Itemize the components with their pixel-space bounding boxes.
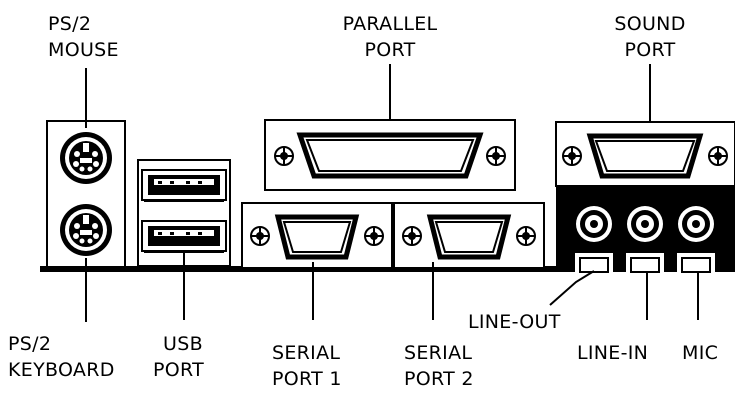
ps2-keyboard-label-line1: PS/2 (8, 333, 52, 355)
serial-port-1-label-line1: SERIAL (272, 342, 341, 364)
usb-port-label-line2: PORT (153, 359, 205, 381)
sound-port-label-line1: SOUND (614, 13, 686, 35)
ps2-keyboard-connector-icon (60, 204, 112, 256)
line-in-label: LINE-IN (577, 342, 649, 364)
ps2-ports-block (46, 120, 126, 268)
serial-port-1-connector (241, 202, 393, 269)
usb-port-bottom-icon (141, 220, 227, 254)
ps2-mouse-label: PS/2 MOUSE (48, 11, 119, 63)
serial-port-2-label-line2: PORT 2 (404, 368, 474, 390)
ps2-mouse-label-line2: MOUSE (48, 39, 119, 61)
mic-label: MIC (682, 342, 719, 364)
usb-ports-block (137, 159, 231, 267)
usb-port-label: USB PORT (153, 331, 204, 383)
sound-port-block (555, 121, 735, 275)
serial-port-1-label-line2: PORT 1 (272, 368, 342, 390)
parallel-port-label: PARALLEL PORT (330, 11, 450, 63)
ps2-mouse-connector-icon (60, 132, 112, 184)
serial-port-2-label: SERIAL PORT 2 (404, 340, 474, 392)
parallel-port-label-line1: PARALLEL (342, 13, 438, 35)
leader-lines (85, 64, 699, 322)
serial-port-2-connector (393, 202, 545, 269)
ps2-keyboard-label-line2: KEYBOARD (8, 359, 115, 381)
sound-port-label: SOUND PORT (605, 11, 695, 63)
parallel-port-connector (264, 119, 516, 191)
sound-port-label-line2: PORT (624, 39, 676, 61)
parallel-port-label-line2: PORT (364, 39, 416, 61)
ps2-keyboard-label: PS/2 KEYBOARD (8, 331, 115, 383)
serial-port-1-label: SERIAL PORT 1 (272, 340, 342, 392)
usb-port-label-line1: USB (163, 333, 203, 355)
usb-port-top-icon (141, 169, 227, 203)
ps2-mouse-label-line1: PS/2 (48, 13, 92, 35)
line-out-label: LINE-OUT (468, 311, 561, 333)
serial-port-2-label-line1: SERIAL (404, 342, 473, 364)
